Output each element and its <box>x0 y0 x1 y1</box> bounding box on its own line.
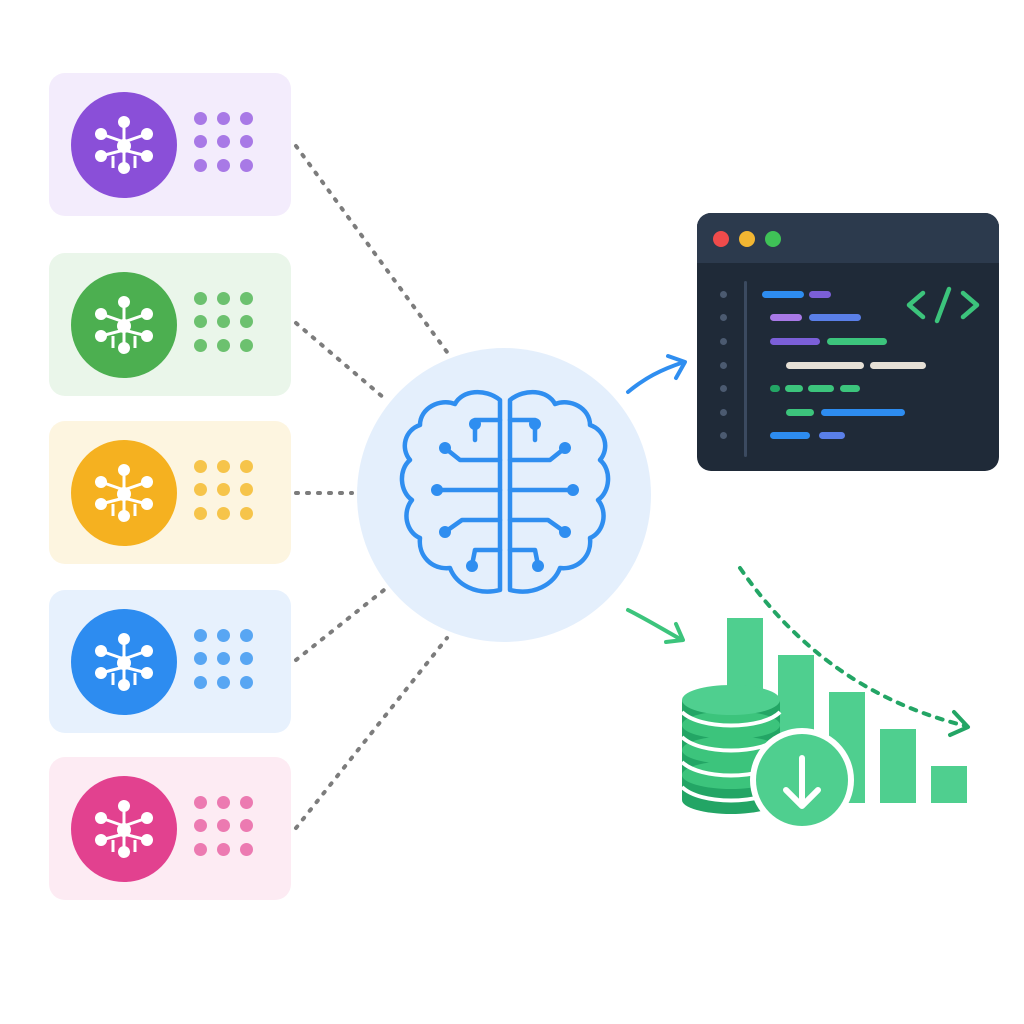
code-line <box>827 338 887 345</box>
dot-grid <box>194 292 254 352</box>
source-card-green <box>49 253 291 396</box>
line-marker <box>720 338 727 345</box>
line-marker <box>720 362 727 369</box>
minimize-dot <box>739 231 755 247</box>
code-line <box>809 291 831 298</box>
code-line <box>770 385 780 392</box>
source-card-yellow <box>49 421 291 564</box>
dot-grid <box>194 112 254 172</box>
arrow-to-code-icon <box>626 354 687 394</box>
dot-grid <box>194 629 254 689</box>
node-circle <box>71 776 177 882</box>
code-line <box>786 409 814 416</box>
maximize-dot <box>765 231 781 247</box>
arrow-to-savings-icon <box>626 608 685 644</box>
line-marker <box>720 385 727 392</box>
connector-green <box>294 321 386 400</box>
line-marker <box>720 314 727 321</box>
bar-5 <box>931 766 967 803</box>
code-line <box>770 338 820 345</box>
network-node-icon <box>95 116 153 174</box>
node-circle <box>71 92 177 198</box>
code-line <box>786 362 864 369</box>
code-line <box>770 314 802 321</box>
code-line <box>821 409 905 416</box>
code-line <box>770 432 810 439</box>
connector-blue <box>294 588 386 662</box>
code-line <box>762 291 804 298</box>
source-card-blue <box>49 590 291 733</box>
gutter-divider <box>744 281 747 457</box>
line-marker <box>720 409 727 416</box>
node-circle <box>71 272 177 378</box>
download-badge-icon <box>750 728 854 832</box>
dot-grid <box>194 460 254 520</box>
downtrend-arrow-icon <box>738 566 968 728</box>
code-line <box>840 385 860 392</box>
code-line <box>819 432 845 439</box>
source-card-pink <box>49 757 291 900</box>
network-node-icon <box>95 464 153 522</box>
close-dot <box>713 231 729 247</box>
node-circle <box>71 440 177 546</box>
code-line <box>808 385 834 392</box>
code-line <box>870 362 926 369</box>
code-brackets-icon <box>906 286 980 324</box>
network-node-icon <box>95 296 153 354</box>
connector-pink <box>294 636 449 830</box>
network-node-icon <box>95 633 153 691</box>
source-card-purple <box>49 73 291 216</box>
code-line <box>785 385 803 392</box>
code-editor-window <box>697 213 999 471</box>
node-circle <box>71 609 177 715</box>
window-title-bar <box>697 213 999 263</box>
line-marker <box>720 432 727 439</box>
line-marker <box>720 291 727 298</box>
brain-hub-background <box>357 348 651 642</box>
bar-4 <box>880 729 916 803</box>
dot-grid <box>194 796 254 856</box>
code-line <box>809 314 861 321</box>
network-node-icon <box>95 800 153 858</box>
connector-purple <box>294 144 449 354</box>
